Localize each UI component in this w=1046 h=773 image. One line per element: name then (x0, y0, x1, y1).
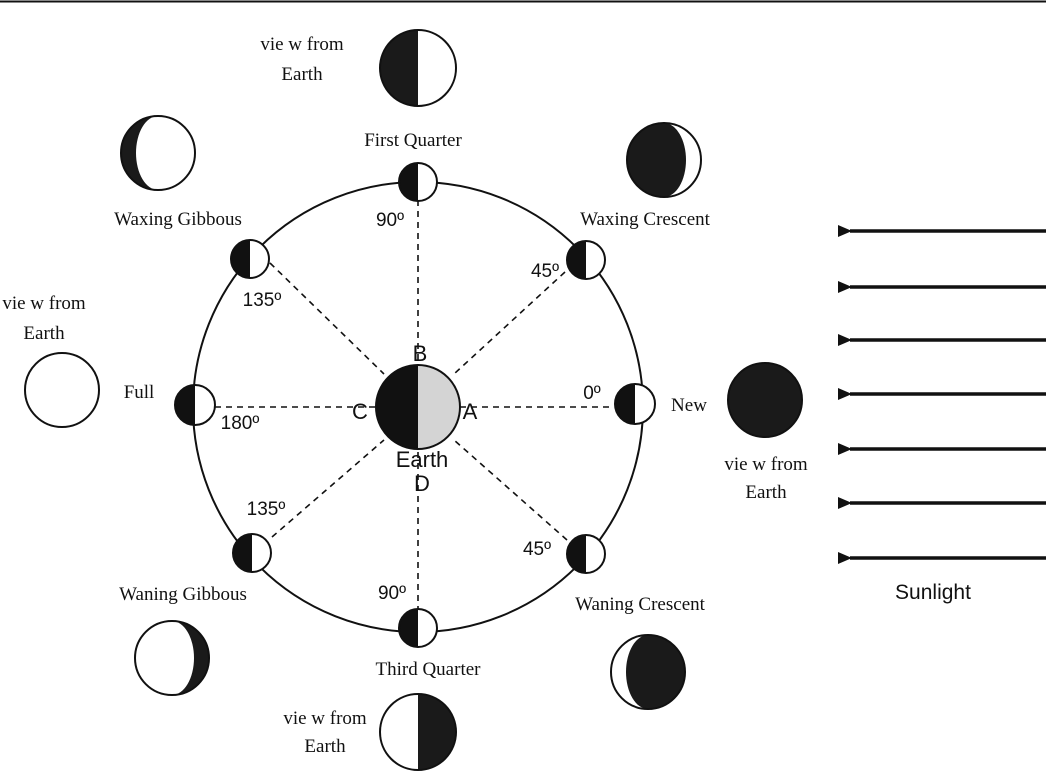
view-moon-waxing-gibbous (120, 115, 196, 191)
orbit-moon-waning-crescent (566, 534, 606, 574)
label-third-quarter: Third Quarter (376, 659, 482, 680)
label-waning-crescent: Waning Crescent (575, 594, 706, 615)
angle-label-top: 90º (376, 210, 404, 231)
sunlight-label: Sunlight (895, 581, 971, 604)
angle-label-bottom-right: 45º (523, 539, 551, 560)
earth (375, 364, 461, 450)
view-label-bottom-line2: Earth (304, 736, 346, 757)
label-waxing-crescent: Waxing Crescent (580, 209, 711, 230)
orbit-moon-waxing-crescent (566, 240, 606, 280)
view-label-top-line2: Earth (281, 64, 323, 85)
label-full: Full (124, 382, 155, 403)
view-moon-waxing-crescent (626, 122, 702, 198)
radial-lines (215, 200, 612, 610)
radial-line-45-bottom (453, 439, 568, 541)
point-d: D (414, 471, 430, 496)
radial-line-135-top (269, 262, 385, 375)
orbit-moon-new (614, 383, 656, 425)
orbit-moon-first-quarter (398, 162, 438, 202)
point-a: A (463, 399, 478, 424)
angle-label-bottom: 90º (378, 583, 406, 604)
orbit-moon-waxing-gibbous (230, 239, 270, 279)
angle-label-bottom-left: 135º (247, 499, 286, 520)
view-label-right-line2: Earth (745, 482, 787, 503)
view-moon-third-quarter (379, 693, 457, 771)
point-b: B (413, 341, 428, 366)
angle-label-right: 0º (583, 383, 601, 404)
angle-label-top-left: 135º (243, 290, 282, 311)
label-waxing-gibbous: Waxing Gibbous (114, 209, 242, 230)
label-first-quarter: First Quarter (364, 130, 462, 151)
orbit-moon-third-quarter (398, 608, 438, 648)
view-label-left-line1: vie w from (2, 293, 86, 314)
label-waning-gibbous: Waning Gibbous (119, 584, 247, 605)
label-new: New (671, 395, 707, 416)
angle-label-left: 180º (221, 413, 260, 434)
orbit-moon-waning-gibbous (232, 533, 272, 573)
orbit-moon-full (174, 384, 216, 426)
point-c: C (352, 399, 368, 424)
view-moon-first-quarter (379, 29, 457, 107)
angle-label-top-right: 45º (531, 261, 559, 282)
radial-line-45-top (453, 271, 566, 375)
view-label-bottom-line1: vie w from (283, 708, 367, 729)
view-label-top-line1: vie w from (260, 34, 344, 55)
view-label-left-line2: Earth (23, 323, 65, 344)
view-moon-waning-crescent (610, 634, 686, 710)
sunlight-arrows (838, 225, 1046, 564)
view-moon-new (727, 362, 803, 438)
radial-line-135-bottom (271, 439, 385, 538)
view-moon-full (24, 352, 100, 428)
view-moon-waning-gibbous (134, 620, 210, 696)
view-label-right-line1: vie w from (724, 454, 808, 475)
earth-label: Earth (396, 447, 449, 472)
